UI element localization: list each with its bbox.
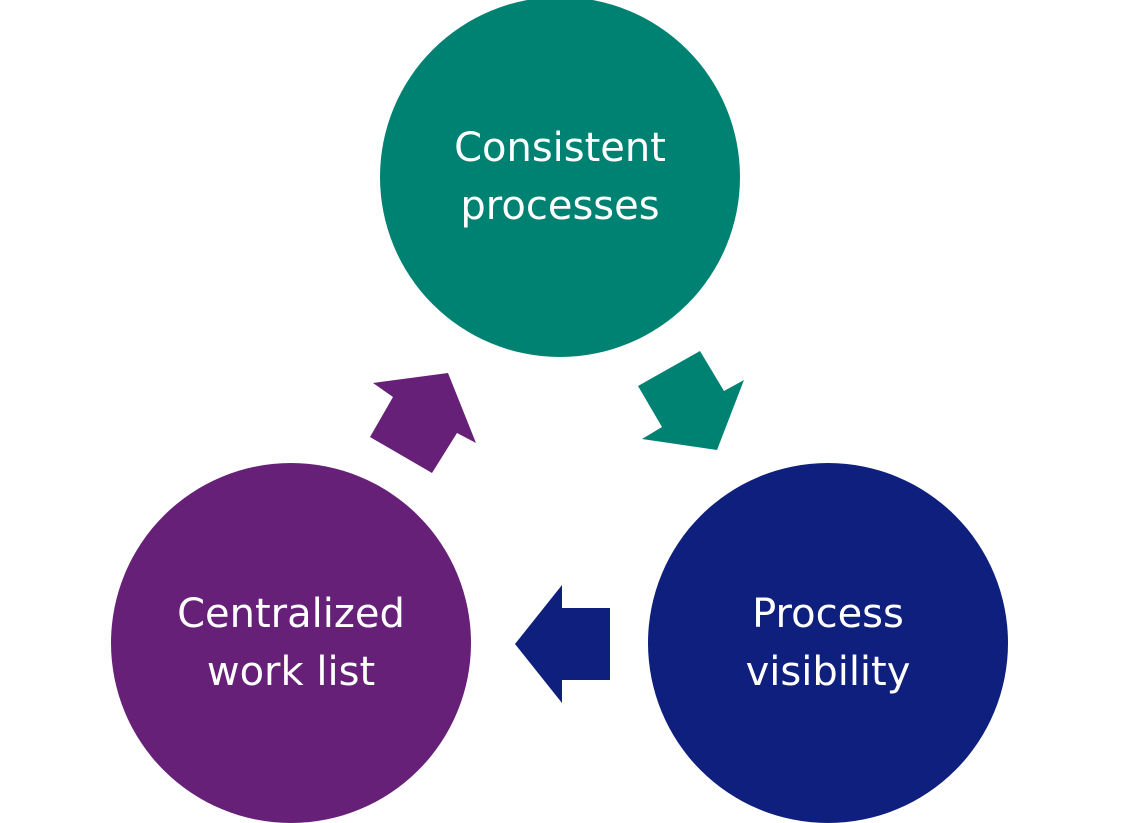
node-centralized-work-list: Centralized work list (111, 463, 471, 823)
node-consistent-processes: Consistent processes (380, 0, 740, 357)
arrow-consistent-to-visibility (638, 351, 744, 450)
node-process-visibility: Process visibility (648, 463, 1008, 823)
node-label: Centralized work list (177, 591, 405, 695)
arrow-visibility-to-worklist (515, 585, 610, 703)
arrow-worklist-to-consistent (370, 373, 476, 473)
node-label: Process visibility (745, 591, 911, 695)
node-label: Consistent processes (454, 125, 666, 229)
